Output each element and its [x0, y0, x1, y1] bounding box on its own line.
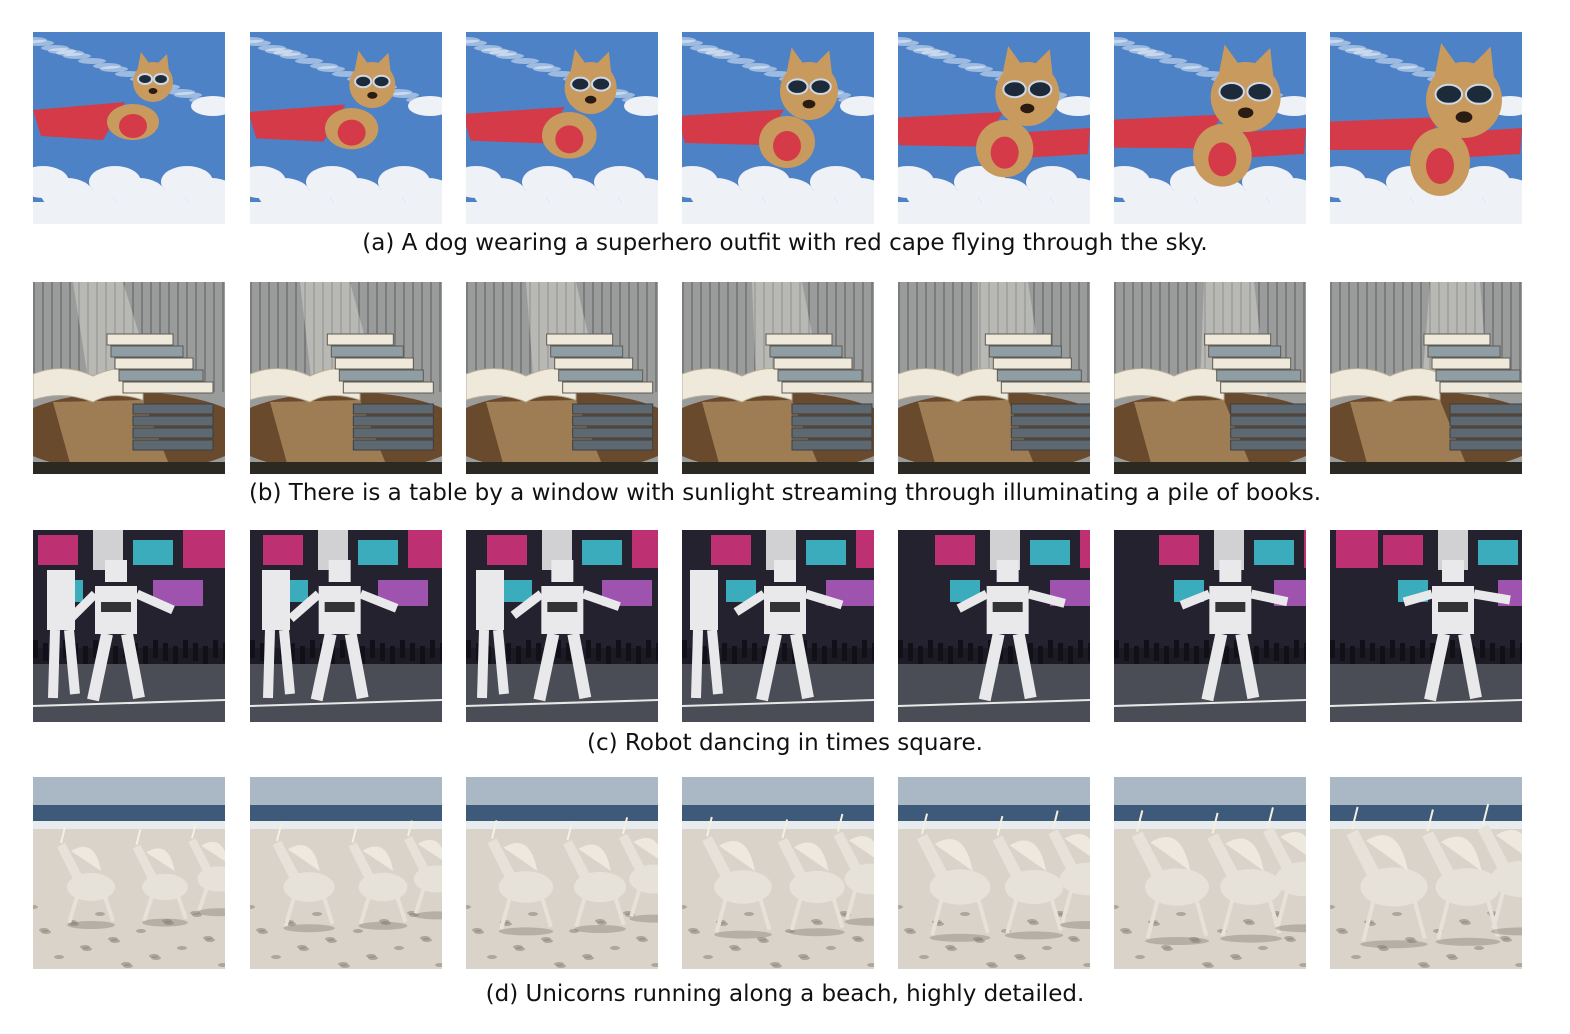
video-frame-d-7	[1330, 777, 1522, 969]
frame-image-c-7	[1330, 530, 1522, 722]
frame-image-d-2	[250, 777, 442, 969]
frame-image-d-4	[682, 777, 874, 969]
video-frame-d-1	[33, 777, 225, 969]
video-frame-c-3	[466, 530, 658, 722]
frame-image-b-7	[1330, 282, 1522, 474]
frame-image-d-3	[466, 777, 658, 969]
frame-image-a-5	[898, 32, 1090, 224]
video-frame-b-1	[33, 282, 225, 474]
video-frame-a-2	[250, 32, 442, 224]
frame-image-a-1	[33, 32, 225, 224]
frame-image-a-4	[682, 32, 874, 224]
frame-image-c-3	[466, 530, 658, 722]
frame-image-b-4	[682, 282, 874, 474]
frame-image-d-7	[1330, 777, 1522, 969]
frame-image-b-3	[466, 282, 658, 474]
frame-image-b-1	[33, 282, 225, 474]
frame-image-a-3	[466, 32, 658, 224]
frame-image-d-6	[1114, 777, 1306, 969]
frame-image-d-5	[898, 777, 1090, 969]
video-frame-a-3	[466, 32, 658, 224]
caption-d: (d) Unicorns running along a beach, high…	[485, 981, 1085, 1007]
caption-b: (b) There is a table by a window with su…	[248, 480, 1322, 506]
frame-image-a-6	[1114, 32, 1306, 224]
video-frame-d-2	[250, 777, 442, 969]
video-frame-c-1	[33, 530, 225, 722]
frame-strip-c	[0, 530, 1570, 722]
video-frame-c-4	[682, 530, 874, 722]
video-frame-c-2	[250, 530, 442, 722]
frame-image-d-1	[33, 777, 225, 969]
video-frame-a-5	[898, 32, 1090, 224]
video-frame-c-5	[898, 530, 1090, 722]
frame-strip-b	[0, 282, 1570, 474]
video-frame-d-6	[1114, 777, 1306, 969]
video-frame-b-6	[1114, 282, 1306, 474]
frame-image-c-4	[682, 530, 874, 722]
frame-image-a-7	[1330, 32, 1522, 224]
frame-image-c-5	[898, 530, 1090, 722]
video-frame-a-4	[682, 32, 874, 224]
video-frame-b-5	[898, 282, 1090, 474]
video-frame-b-3	[466, 282, 658, 474]
frame-image-a-2	[250, 32, 442, 224]
video-frame-c-7	[1330, 530, 1522, 722]
video-frame-b-7	[1330, 282, 1522, 474]
video-frame-d-5	[898, 777, 1090, 969]
frame-image-b-6	[1114, 282, 1306, 474]
video-frame-b-4	[682, 282, 874, 474]
caption-a: (a) A dog wearing a superhero outfit wit…	[362, 230, 1208, 256]
frame-image-b-2	[250, 282, 442, 474]
caption-c: (c) Robot dancing in times square.	[587, 730, 983, 756]
video-frame-d-4	[682, 777, 874, 969]
video-frame-d-3	[466, 777, 658, 969]
frame-image-c-2	[250, 530, 442, 722]
video-frame-a-1	[33, 32, 225, 224]
frame-strip-a	[0, 32, 1570, 224]
frame-image-b-5	[898, 282, 1090, 474]
video-frame-a-7	[1330, 32, 1522, 224]
video-frame-c-6	[1114, 530, 1306, 722]
frame-image-c-6	[1114, 530, 1306, 722]
video-frame-b-2	[250, 282, 442, 474]
video-frame-a-6	[1114, 32, 1306, 224]
frame-strip-d	[0, 777, 1570, 969]
frame-image-c-1	[33, 530, 225, 722]
